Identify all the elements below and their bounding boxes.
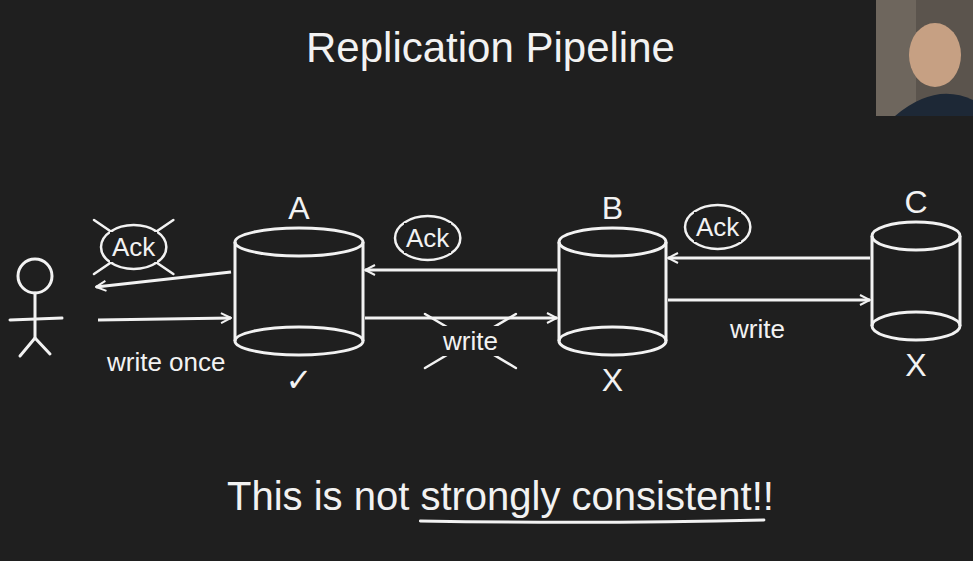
edge-label: write <box>441 326 500 356</box>
stick-figure <box>10 259 62 356</box>
figure-arms <box>10 318 62 320</box>
cylinder-top <box>872 222 960 250</box>
database-cylinder <box>557 228 668 355</box>
caption-text: This is not strongly consistent!! <box>227 474 774 519</box>
replication-arrow <box>668 299 870 302</box>
circle-mark <box>395 216 460 260</box>
note-label: write once <box>105 347 228 377</box>
webcam-frame <box>876 0 973 116</box>
replication-arrow <box>365 317 557 320</box>
node-name: C <box>904 182 927 222</box>
cylinder-outline <box>233 228 365 355</box>
strike-mark <box>425 314 516 368</box>
database-cylinder <box>233 228 365 355</box>
database-cylinder <box>870 222 962 340</box>
storage-node: A✓ <box>233 188 365 399</box>
note-label: Ack <box>110 232 157 262</box>
cylinder-top <box>559 228 666 256</box>
cylinder-outline <box>557 228 668 355</box>
edge-label: Ack <box>694 212 741 242</box>
reply-arrow <box>96 272 231 287</box>
request-arrow <box>98 318 231 320</box>
cylinder-bottom <box>235 327 363 355</box>
cylinder-outline <box>870 222 962 340</box>
storage-node: CX <box>870 182 962 384</box>
edge-label: write <box>728 314 787 344</box>
cylinder-top <box>235 228 363 256</box>
circle-mark <box>685 205 750 249</box>
figure-head <box>18 259 52 293</box>
replication-arrow <box>365 269 557 272</box>
status-mark: X <box>602 361 623 399</box>
node-name: A <box>288 188 309 228</box>
webcam-face <box>909 23 961 87</box>
figure-legs <box>20 338 50 356</box>
storage-node: BX <box>557 188 668 399</box>
status-mark: X <box>905 346 926 384</box>
cylinder-bottom <box>872 312 960 340</box>
cylinder-bottom <box>559 327 666 355</box>
webcam-shirt <box>895 94 973 116</box>
replication-arrow <box>668 257 870 260</box>
status-mark: ✓ <box>286 361 313 399</box>
caption-underline <box>420 520 764 522</box>
node-name: B <box>602 188 623 228</box>
webcam-inset <box>876 0 973 116</box>
figure-body <box>34 293 37 338</box>
diagram-title: Replication Pipeline <box>306 24 675 72</box>
edge-label: Ack <box>404 223 451 253</box>
strike-mark <box>94 220 173 274</box>
